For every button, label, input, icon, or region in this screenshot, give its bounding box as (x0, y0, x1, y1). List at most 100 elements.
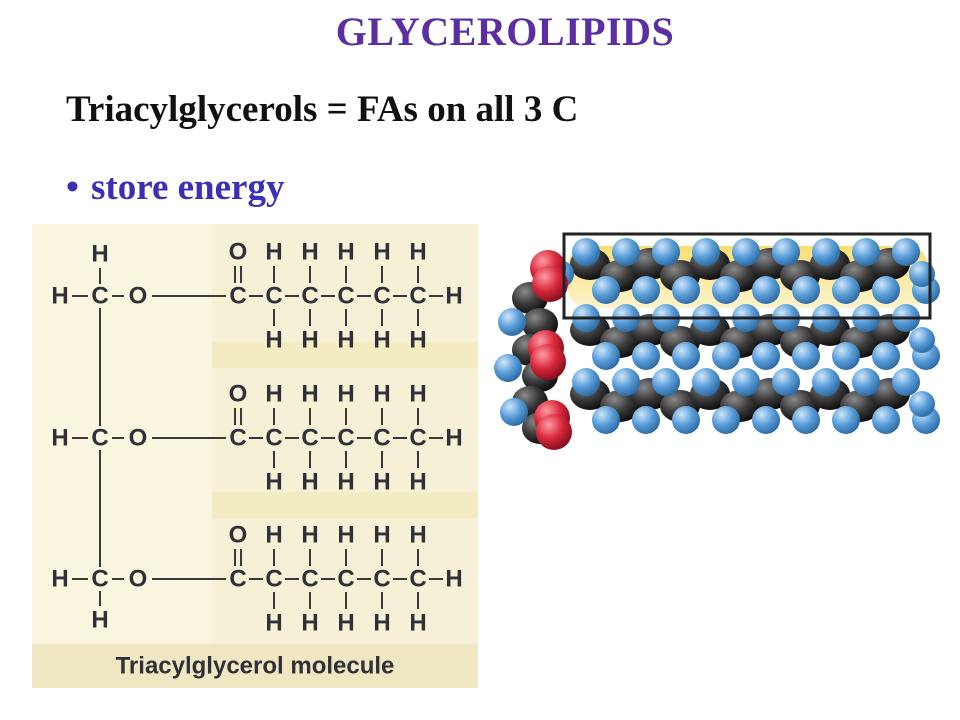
hydrogen-atom (592, 276, 620, 304)
slide-title: GLYCEROLIPIDS (335, 9, 675, 54)
hydrogen-atom (792, 406, 820, 434)
hydrogen-atom (672, 276, 700, 304)
oxygen-atom (530, 344, 566, 380)
chain-hydrogen-top: H (409, 381, 426, 408)
chain-hydrogen-bottom: H (301, 610, 318, 637)
carbonyl-oxygen: O (229, 522, 248, 549)
hydrogen-atom (692, 238, 720, 266)
chain-carbon: C (373, 566, 390, 593)
formula-caption: Triacylglycerol molecule (116, 653, 395, 680)
chain-hydrogen-top: H (409, 522, 426, 549)
hydrogen-atom (752, 276, 780, 304)
chain-hydrogen-bottom: H (301, 469, 318, 496)
hydrogen-atom (632, 276, 660, 304)
hydrogen-atom (852, 368, 880, 396)
chain-hydrogen-top: H (337, 381, 354, 408)
hydrogen-atom (732, 238, 760, 266)
chain-hydrogen-bottom: H (373, 327, 390, 354)
bullet-marker: • (66, 167, 79, 208)
chain-hydrogen-bottom: H (409, 610, 426, 637)
ester-oxygen: O (129, 566, 148, 593)
space-filling-model-panel (490, 228, 940, 458)
hydrogen-atom (672, 342, 700, 370)
chain-hydrogen-bottom: H (337, 610, 354, 637)
carbonyl-oxygen: O (229, 381, 248, 408)
ester-oxygen: O (129, 425, 148, 452)
chain-carbon: C (373, 283, 390, 310)
caption-band (32, 644, 478, 688)
hydrogen-atom (812, 368, 840, 396)
chain-carbon: C (265, 425, 282, 452)
chain-hydrogen-bottom: H (373, 469, 390, 496)
oxygen-atom (536, 414, 572, 450)
carbonyl-oxygen: O (229, 239, 248, 266)
hydrogen-atom (612, 368, 640, 396)
chain-carbon: C (337, 566, 354, 593)
chain-terminal-hydrogen: H (445, 566, 462, 593)
chain-carbon: C (229, 566, 246, 593)
chain-carbon: C (409, 283, 426, 310)
chain-hydrogen-top: H (265, 239, 282, 266)
hydrogen-atom (872, 406, 900, 434)
chain-terminal-hydrogen: H (445, 283, 462, 310)
bullet-store-energy: • store energy (66, 166, 284, 209)
chain-carbon: C (301, 425, 318, 452)
chain-hydrogen-bottom: H (409, 469, 426, 496)
chain-carbon: C (373, 425, 390, 452)
hydrogen-atom (732, 368, 760, 396)
backbone-carbon: C (91, 425, 108, 452)
chain-hydrogen-bottom: H (265, 327, 282, 354)
chain-carbon: C (229, 425, 246, 452)
chain-hydrogen-top: H (337, 239, 354, 266)
chain-carbon: C (409, 566, 426, 593)
hydrogen-atom (612, 238, 640, 266)
hydrogen-atom (712, 342, 740, 370)
backbone-carbon: C (91, 566, 108, 593)
hydrogen-atom (494, 354, 522, 382)
hydrogen-atom (772, 238, 800, 266)
chain-hydrogen-top: H (301, 522, 318, 549)
hydrogen-atom (672, 406, 700, 434)
hydrogen-atom (500, 398, 528, 426)
hydrogen-atom (712, 276, 740, 304)
hydrogen-atom (832, 406, 860, 434)
hydrogen-atom (712, 406, 740, 434)
hydrogen-atom (632, 406, 660, 434)
chain-carbon: C (265, 566, 282, 593)
chain-hydrogen-bottom: H (301, 327, 318, 354)
hydrogen-atom (752, 342, 780, 370)
hydrogen-atom (872, 276, 900, 304)
oxygen-atom (532, 266, 568, 302)
hydrogen-atom (632, 342, 660, 370)
chain-hydrogen-bottom: H (265, 610, 282, 637)
hydrogen-atom (692, 368, 720, 396)
backbone-band (32, 224, 212, 688)
bullet-text: store energy (90, 167, 285, 208)
chain-hydrogen-bottom: H (373, 610, 390, 637)
chain-hydrogen-top: H (373, 239, 390, 266)
chain-carbon: C (337, 425, 354, 452)
divider-band (212, 492, 478, 518)
backbone-bottom-hydrogen: H (91, 607, 108, 634)
hydrogen-atom (832, 276, 860, 304)
heading-triacylglycerols: Triacylglycerols = FAs on all 3 C (66, 89, 579, 130)
hydrogen-atom (652, 368, 680, 396)
chain-hydrogen-bottom: H (337, 469, 354, 496)
hydrogen-atom (909, 327, 935, 353)
hydrogen-atom (832, 342, 860, 370)
chain-hydrogen-top: H (265, 522, 282, 549)
hydrogen-atom (752, 406, 780, 434)
backbone-side-hydrogen: H (51, 425, 68, 452)
hydrogen-atom (892, 368, 920, 396)
fatty-acid-highlight-frame (562, 232, 932, 320)
chain-hydrogen-top: H (337, 522, 354, 549)
ester-oxygen: O (129, 283, 148, 310)
chain-hydrogen-bottom: H (265, 469, 282, 496)
hydrogen-atom (652, 238, 680, 266)
hydrogen-atom (592, 342, 620, 370)
chain-carbon: C (301, 283, 318, 310)
hydrogen-atom (872, 342, 900, 370)
hydrogen-atom (852, 238, 880, 266)
